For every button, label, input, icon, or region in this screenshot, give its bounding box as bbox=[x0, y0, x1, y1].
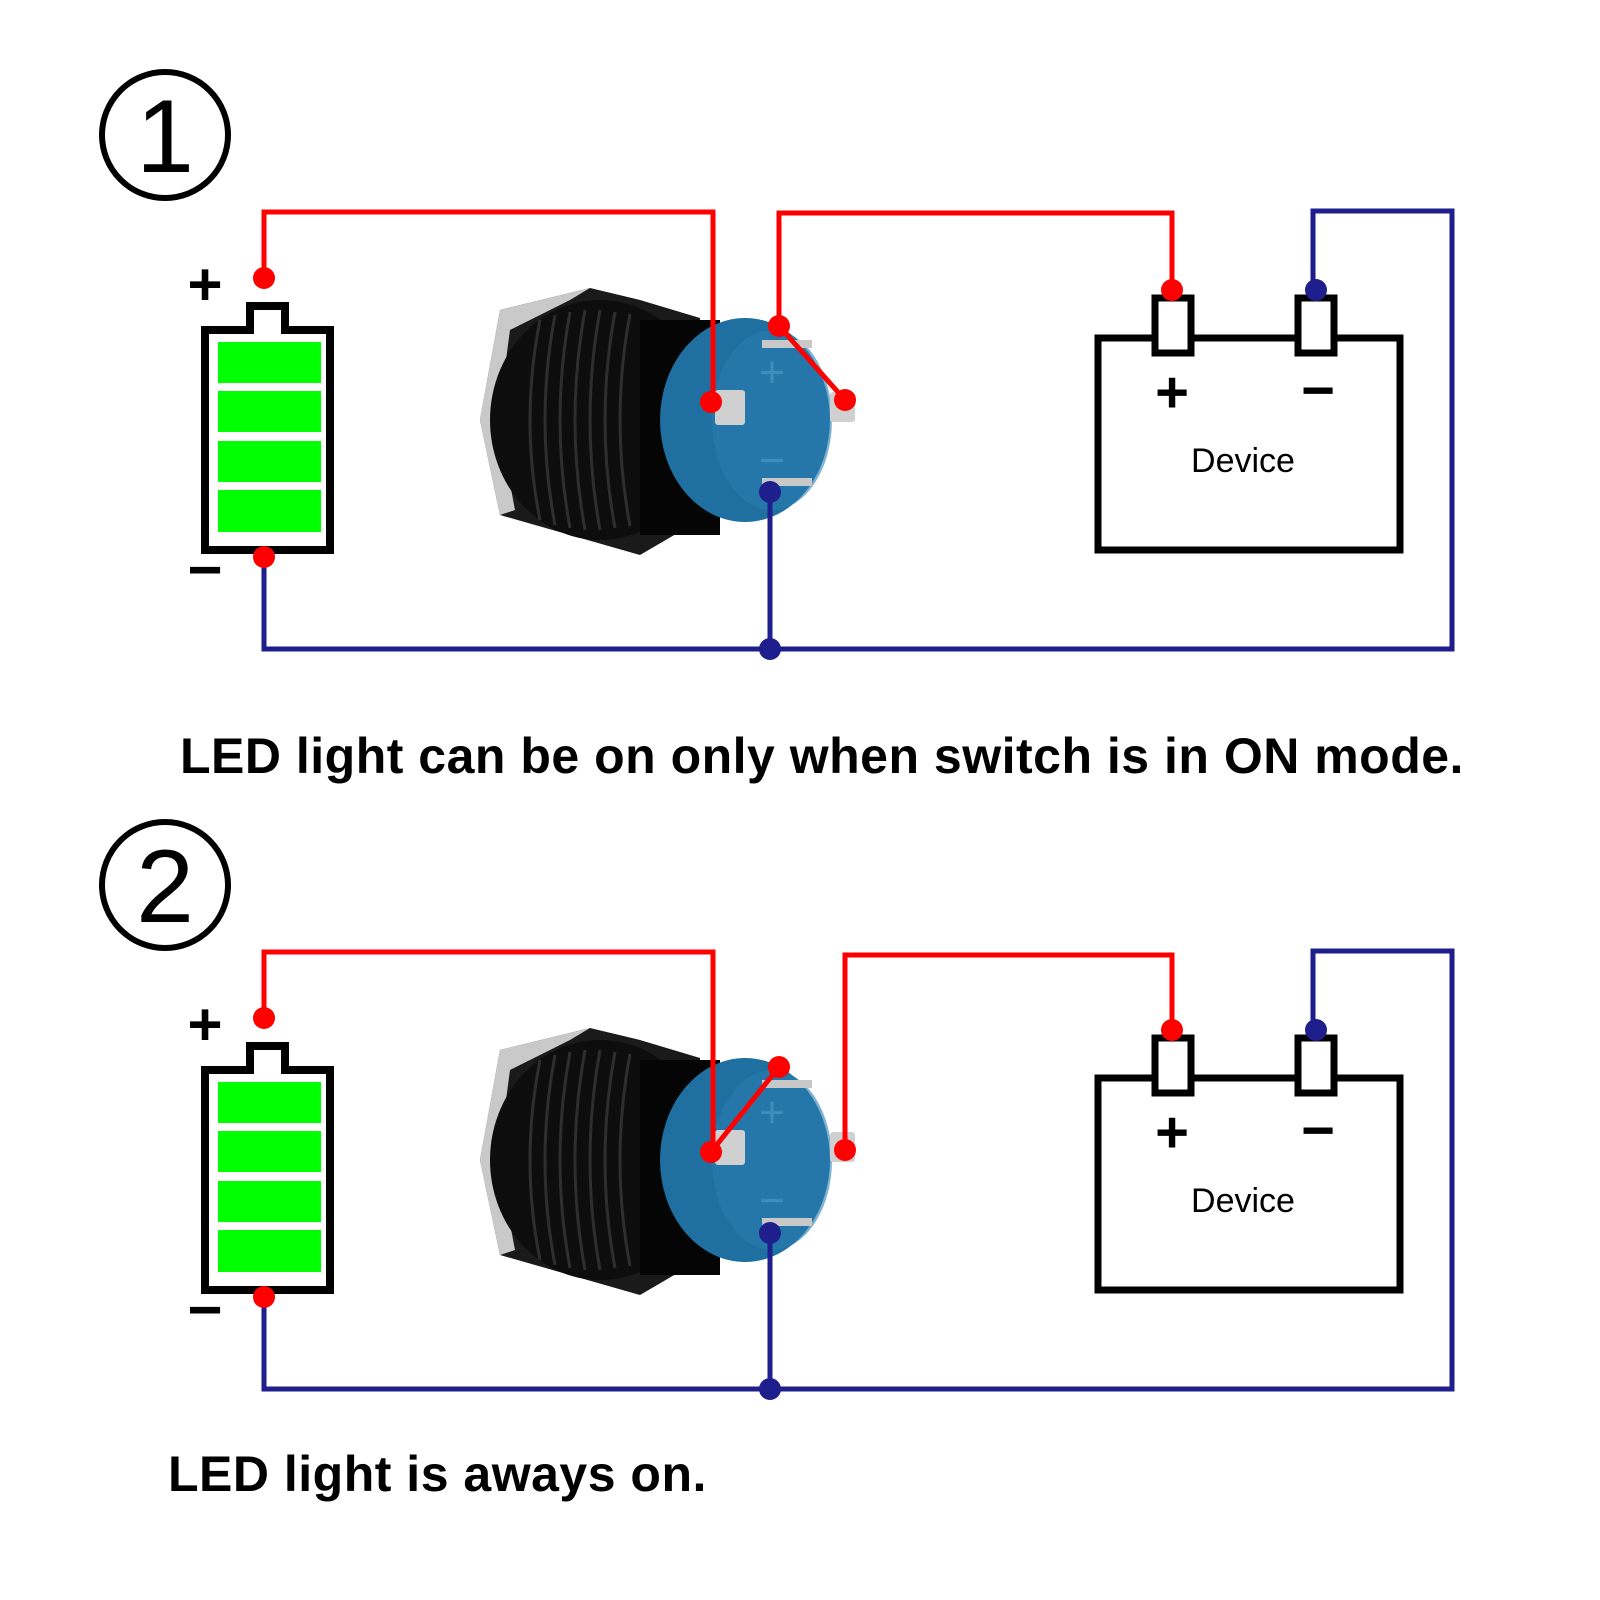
wire-ground-loop bbox=[261, 208, 1455, 652]
dot-common bbox=[700, 391, 722, 413]
wire-ground-loop bbox=[261, 948, 1455, 1392]
battery-cell bbox=[218, 1230, 321, 1272]
battery-cell bbox=[218, 391, 321, 432]
dot-led-minus bbox=[759, 1222, 781, 1244]
battery: + − bbox=[187, 251, 334, 603]
device-negative-label: − bbox=[1301, 1098, 1335, 1163]
diagram-1-svg: 1 + − + − bbox=[99, 69, 1455, 660]
positive-wires bbox=[261, 949, 1175, 1154]
dot-ground-junction bbox=[759, 638, 781, 660]
device-label: Device bbox=[1191, 442, 1295, 480]
led-plus-terminal bbox=[762, 340, 812, 348]
dot-battery-negative bbox=[253, 1286, 275, 1308]
dot-led-minus bbox=[759, 481, 781, 503]
number-circle bbox=[99, 819, 231, 951]
negative-wires bbox=[261, 208, 1455, 652]
step-number: 2 bbox=[136, 829, 194, 945]
led-plus-mark: + bbox=[759, 348, 785, 397]
wiring-diagram-1: 1 + − + − bbox=[0, 0, 1600, 760]
battery-cell bbox=[218, 490, 321, 532]
device-negative-label: − bbox=[1301, 358, 1335, 423]
battery-cell bbox=[218, 1082, 321, 1123]
device-positive-terminal bbox=[1151, 294, 1195, 357]
wiring-diagram-2: 2 + − + − bbox=[0, 760, 1600, 1520]
connection-dots bbox=[253, 267, 1327, 660]
wire-led-plus-to-device bbox=[776, 210, 1175, 326]
dot-battery-positive bbox=[253, 267, 275, 289]
push-button-switch: + − bbox=[480, 288, 855, 555]
wire-jumper bbox=[709, 1065, 781, 1154]
diagram-2-svg: 2 + − + − bbox=[99, 819, 1455, 1400]
device-positive-label: + bbox=[1155, 1100, 1189, 1165]
common-terminal bbox=[715, 390, 745, 425]
device: + − Device bbox=[1094, 1034, 1404, 1294]
dot-no-terminal bbox=[834, 389, 856, 411]
dot-device-negative bbox=[1305, 279, 1327, 301]
dot-common bbox=[700, 1141, 722, 1163]
diagram-2-caption: LED light is aways on. bbox=[168, 1446, 707, 1502]
connection-dots bbox=[253, 1007, 1327, 1400]
positive-wires bbox=[261, 209, 1175, 402]
dot-led-plus bbox=[768, 1056, 790, 1078]
device-label: Device bbox=[1191, 1182, 1295, 1220]
wire-battery-to-common bbox=[261, 209, 716, 402]
battery: + − bbox=[187, 991, 334, 1343]
battery-cell bbox=[218, 441, 321, 482]
device-negative-terminal bbox=[1294, 1034, 1338, 1097]
wire-jumper bbox=[777, 324, 847, 402]
hex-nut-highlight bbox=[480, 288, 590, 515]
hex-nut-highlight bbox=[480, 1028, 590, 1255]
led-minus-terminal bbox=[762, 478, 812, 486]
battery-positive-label: + bbox=[187, 251, 222, 318]
dot-led-plus bbox=[768, 315, 790, 337]
dot-no-terminal bbox=[834, 1139, 856, 1161]
led-plus-mark: + bbox=[759, 1088, 785, 1137]
dot-device-positive bbox=[1161, 1019, 1183, 1041]
dot-battery-positive bbox=[253, 1007, 275, 1029]
step-number: 1 bbox=[136, 79, 194, 195]
battery-cell bbox=[218, 1181, 321, 1222]
device-negative-terminal bbox=[1294, 294, 1338, 357]
step-number-badge: 1 bbox=[99, 69, 231, 201]
number-circle bbox=[99, 69, 231, 201]
dot-ground-junction bbox=[759, 1378, 781, 1400]
battery-positive-label: + bbox=[187, 991, 222, 1058]
led-plus-terminal bbox=[762, 1080, 812, 1088]
negative-wires bbox=[261, 948, 1455, 1392]
dot-battery-negative bbox=[253, 546, 275, 568]
device: + − Device bbox=[1094, 294, 1404, 554]
diagram-1-caption: LED light can be on only when switch is … bbox=[180, 728, 1464, 784]
dot-device-negative bbox=[1305, 1019, 1327, 1041]
battery-cell bbox=[218, 1131, 321, 1172]
wire-battery-to-common bbox=[261, 949, 716, 1152]
led-minus-mark: − bbox=[759, 1176, 785, 1225]
battery-cell bbox=[218, 342, 321, 383]
dot-device-positive bbox=[1161, 279, 1183, 301]
wire-no-terminal-to-device bbox=[842, 952, 1175, 1150]
led-minus-terminal bbox=[762, 1218, 812, 1226]
device-outline bbox=[1094, 1074, 1404, 1294]
push-button-switch: + − bbox=[480, 1028, 855, 1295]
led-minus-mark: − bbox=[759, 436, 785, 485]
device-outline bbox=[1094, 334, 1404, 554]
device-positive-terminal bbox=[1151, 1034, 1195, 1097]
device-positive-label: + bbox=[1155, 360, 1189, 425]
step-number-badge: 2 bbox=[99, 819, 231, 951]
